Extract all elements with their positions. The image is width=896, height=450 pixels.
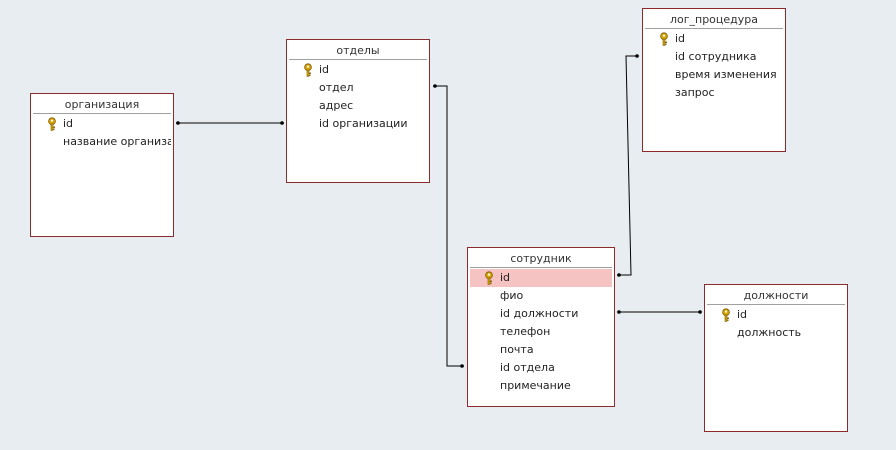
field-row[interactable]: id	[33, 115, 171, 133]
field-name: примечание	[500, 379, 571, 392]
field-row[interactable]: почта	[470, 341, 612, 359]
field-list: id название организац	[33, 115, 171, 151]
relation-end-dot	[433, 84, 437, 88]
field-list: id id сотрудника время изменения запрос	[645, 30, 783, 102]
table-title[interactable]: лог_процедура	[645, 11, 783, 29]
field-row[interactable]: id	[707, 306, 845, 324]
field-name: отдел	[319, 81, 354, 94]
field-name: id сотрудника	[675, 50, 757, 63]
table-dolzhnosti[interactable]: должности id должность	[704, 284, 848, 432]
field-name: фио	[500, 289, 524, 302]
relation-end-dot	[617, 310, 621, 314]
table-title[interactable]: сотрудник	[470, 250, 612, 268]
field-name: почта	[500, 343, 534, 356]
relation-end-dot	[176, 121, 180, 125]
relation-end-dot	[698, 310, 702, 314]
field-name: id отдела	[500, 361, 555, 374]
field-row[interactable]: id организации	[289, 115, 427, 133]
table-title[interactable]: организация	[33, 96, 171, 114]
field-name: название организац	[63, 135, 171, 148]
primary-key-icon	[660, 32, 668, 46]
table-otdely[interactable]: отделы id отдел адрес id организации	[286, 39, 430, 183]
field-name: должность	[737, 326, 802, 339]
field-row[interactable]: id должности	[470, 305, 612, 323]
field-name: запрос	[675, 86, 715, 99]
table-title[interactable]: должности	[707, 287, 845, 305]
field-row[interactable]: id	[470, 269, 612, 287]
field-list: id отдел адрес id организации	[289, 61, 427, 133]
table-organizacia[interactable]: организация id название организац	[30, 93, 174, 237]
relation-end-dot	[617, 273, 621, 277]
field-name: адрес	[319, 99, 354, 112]
primary-key-icon	[485, 271, 493, 285]
field-row[interactable]: время изменения	[645, 66, 783, 84]
field-name: id	[63, 117, 74, 130]
field-name: id	[319, 63, 330, 76]
field-row[interactable]: id	[645, 30, 783, 48]
field-row[interactable]: телефон	[470, 323, 612, 341]
relation-end-dot	[635, 54, 639, 58]
field-row[interactable]: id сотрудника	[645, 48, 783, 66]
field-row[interactable]: примечание	[470, 377, 612, 395]
table-sotrudnik[interactable]: сотрудник id фио id должности телефон по…	[467, 247, 615, 407]
field-name: телефон	[500, 325, 551, 338]
relation-end-dot	[460, 364, 464, 368]
field-row[interactable]: запрос	[645, 84, 783, 102]
field-row[interactable]: id отдела	[470, 359, 612, 377]
field-row[interactable]: фио	[470, 287, 612, 305]
field-row[interactable]: отдел	[289, 79, 427, 97]
primary-key-icon	[722, 308, 730, 322]
field-name: id	[500, 271, 511, 284]
field-row[interactable]: должность	[707, 324, 845, 342]
field-row[interactable]: id	[289, 61, 427, 79]
field-list: id фио id должности телефон почта id отд…	[470, 269, 612, 395]
relation-end-dot	[280, 121, 284, 125]
primary-key-icon	[48, 117, 56, 131]
table-title[interactable]: отделы	[289, 42, 427, 60]
table-log-procedura[interactable]: лог_процедура id id сотрудника время изм…	[642, 8, 786, 152]
field-row[interactable]: адрес	[289, 97, 427, 115]
field-list: id должность	[707, 306, 845, 342]
relation-line-otdely-sotrudnik[interactable]	[433, 85, 464, 367]
field-row[interactable]: название организац	[33, 133, 171, 151]
field-name: время изменения	[675, 68, 777, 81]
relation-line-sotrudnik-log[interactable]	[617, 55, 639, 276]
field-name: id	[675, 32, 686, 45]
field-name: id должности	[500, 307, 579, 320]
field-name: id	[737, 308, 748, 321]
primary-key-icon	[304, 63, 312, 77]
field-name: id организации	[319, 117, 408, 130]
